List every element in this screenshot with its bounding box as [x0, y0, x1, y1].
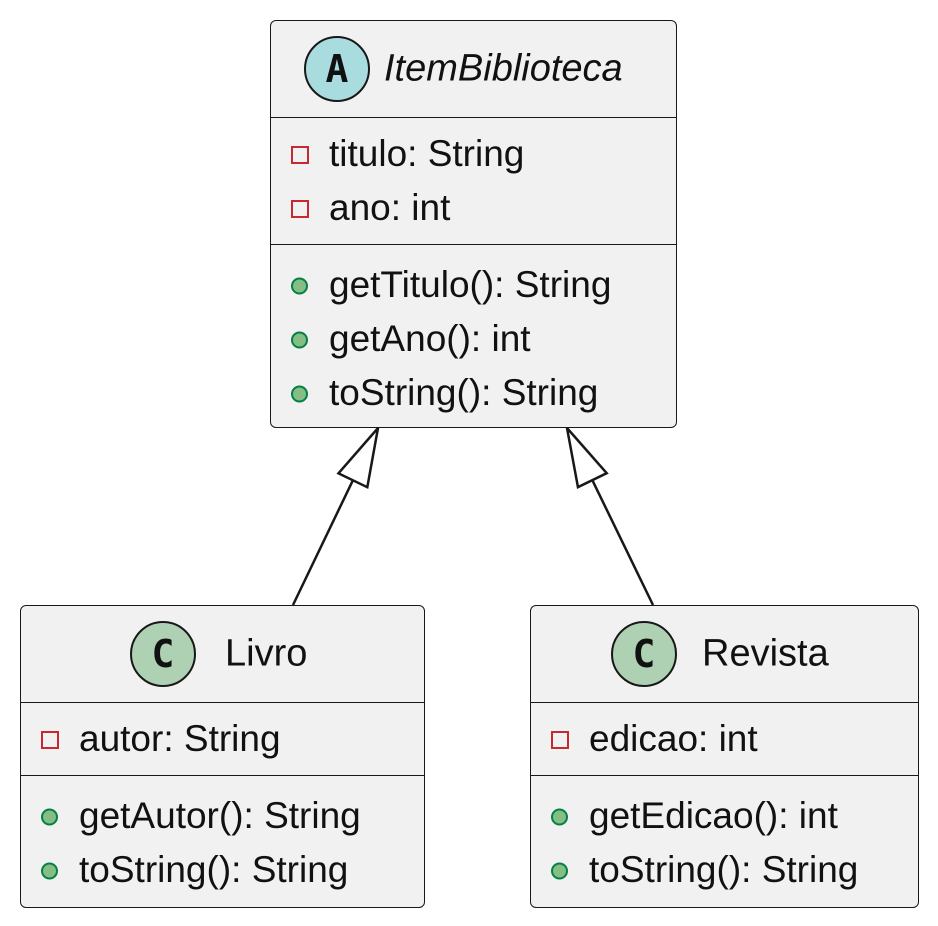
- inheritance-arrowhead: [564, 423, 609, 490]
- attribute-text: ano: int: [329, 187, 451, 229]
- method-row: toString(): String: [21, 844, 424, 898]
- attribute-text: titulo: String: [329, 133, 525, 175]
- class-header: C Livro: [21, 606, 424, 703]
- private-visibility-icon: [551, 731, 569, 749]
- methods-section: getAutor(): String toString(): String: [21, 776, 424, 898]
- methods-section: getEdicao(): int toString(): String: [531, 776, 918, 898]
- method-row: getTitulo(): String: [271, 259, 676, 313]
- class-itembiblioteca[interactable]: A ItemBiblioteca titulo: String ano: int…: [270, 20, 677, 428]
- class-icon: C: [611, 621, 677, 687]
- attribute-row: autor: String: [21, 713, 424, 767]
- public-visibility-icon: [41, 862, 58, 880]
- method-row: getAno(): int: [271, 313, 676, 367]
- method-text: getTitulo(): String: [329, 264, 612, 306]
- attributes-section: edicao: int: [531, 703, 918, 776]
- attribute-text: edicao: int: [589, 718, 758, 760]
- attributes-section: titulo: String ano: int: [271, 118, 676, 245]
- abstract-class-icon: A: [304, 36, 370, 102]
- class-header: A ItemBiblioteca: [271, 21, 676, 118]
- method-text: getEdicao(): int: [589, 795, 838, 837]
- method-row: getAutor(): String: [21, 790, 424, 844]
- attribute-row: ano: int: [271, 182, 676, 236]
- private-visibility-icon: [41, 731, 59, 749]
- private-visibility-icon: [291, 200, 309, 218]
- method-text: toString(): String: [329, 372, 599, 414]
- class-icon: C: [130, 621, 196, 687]
- attribute-text: autor: String: [79, 718, 281, 760]
- method-row: getEdicao(): int: [531, 790, 918, 844]
- class-name: Revista: [702, 632, 829, 675]
- public-visibility-icon: [291, 385, 308, 403]
- edge-revista-to-itembiblioteca: [591, 479, 655, 606]
- class-name: ItemBiblioteca: [384, 47, 623, 90]
- method-text: getAutor(): String: [79, 795, 361, 837]
- public-visibility-icon: [551, 808, 568, 826]
- class-livro[interactable]: C Livro autor: String getAutor(): String…: [20, 605, 425, 908]
- methods-section: getTitulo(): String getAno(): int toStri…: [271, 245, 676, 421]
- method-text: getAno(): int: [329, 318, 531, 360]
- method-row: toString(): String: [531, 844, 918, 898]
- class-header: C Revista: [531, 606, 918, 703]
- public-visibility-icon: [291, 331, 308, 349]
- class-name: Livro: [225, 632, 308, 675]
- method-text: toString(): String: [79, 849, 349, 891]
- attribute-row: edicao: int: [531, 713, 918, 767]
- public-visibility-icon: [551, 862, 568, 880]
- edge-livro-to-itembiblioteca: [291, 479, 355, 606]
- method-row: toString(): String: [271, 367, 676, 421]
- attributes-section: autor: String: [21, 703, 424, 776]
- inheritance-arrowhead: [336, 423, 381, 490]
- class-revista[interactable]: C Revista edicao: int getEdicao(): int t…: [530, 605, 919, 908]
- attribute-row: titulo: String: [271, 128, 676, 182]
- private-visibility-icon: [291, 146, 309, 164]
- public-visibility-icon: [41, 808, 58, 826]
- method-text: toString(): String: [589, 849, 859, 891]
- public-visibility-icon: [291, 277, 308, 295]
